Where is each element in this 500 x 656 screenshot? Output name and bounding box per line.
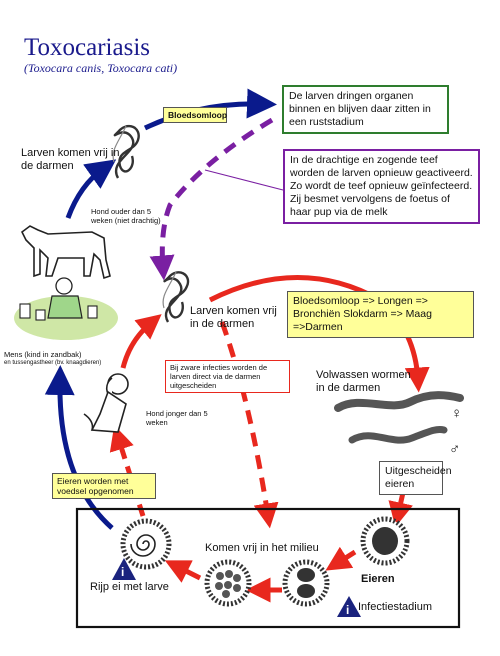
red-dashed-arrow-to-milieu [219,321,279,529]
egg-unembryonated [360,516,410,566]
purple-dashed-arrow [149,117,274,281]
larven-vrij-top-label: Larven komen vrij in de darmen [21,147,120,172]
uitgescheiden-box: Uitgescheiden eieren [379,461,452,495]
child-sandbox-icon [14,277,118,340]
hond-jonger-label: Hond jonger dan 5 weken [146,409,208,427]
female-symbol: ♀ [451,405,463,422]
bloedsomloop-tag: Bloedsomloop [163,107,227,123]
mens-label: Mens (kind in zandbak) en tussengastheer… [4,350,114,368]
page-title: Toxocariasis [24,34,150,61]
egg-larval [120,518,172,570]
info-icon-right [337,596,361,617]
male-symbol: ♂ [449,441,461,458]
adult-worm-female [334,391,464,412]
coiled-larva-icon-top [112,124,140,179]
mens-label-line1: Mens (kind in zandbak) [4,350,82,359]
info-letter-left: i [121,565,125,579]
rijp-ei-label: Rijp ei met larve [90,581,169,593]
red-arrow-morula-to-larval-egg [164,560,202,583]
hond-ouder-label: Hond ouder dan 5 weken (niet drachtig) [91,207,161,225]
infectiestadium-label: Infectiestadium [358,601,432,613]
egg-dividing [282,559,330,607]
milieu-frame [75,507,461,629]
path-box: Bloedsomloop => Longen => Bronchiën Slok… [287,291,474,338]
egg-morula [204,559,252,607]
larven-vrij-mid-label: Larven komen vrij in de darmen [190,305,277,330]
puppy-icon [83,373,129,433]
blue-arrow-dog-to-worm [65,159,117,219]
eieren-voedsel-box: Eieren worden met voedsel opgenomen [52,473,156,499]
drachtig-box: In de drachtige en zogende teef worden d… [283,149,480,224]
adult-dog-icon [20,225,111,280]
info-letter-right: i [346,603,350,617]
purple-callout-line [204,169,284,191]
red-arrow-eggs-to-divide [325,546,357,571]
adult-worm-male [348,426,448,444]
red-arrow-dog-to-larve [120,314,162,369]
page-subtitle: (Toxocara canis, Toxocara cati) [24,61,178,75]
zware-infecties-box: Bij zware infecties worden de larven dir… [165,360,290,393]
komen-vrij-label: Komen vrij in het milieu [205,542,319,554]
blue-arrow-egg-to-human [44,365,114,530]
organ-box: De larven dringen organen binnen en blij… [282,85,449,134]
volwassen-label: Volwassen wormen in de darmen [316,369,411,394]
eieren-label: Eieren [361,573,395,585]
info-icon-left [112,558,136,580]
mens-label-line2: en tussengastheer (bv. knaagdieren) [4,360,102,366]
coiled-larva-icon-mid [162,271,190,323]
